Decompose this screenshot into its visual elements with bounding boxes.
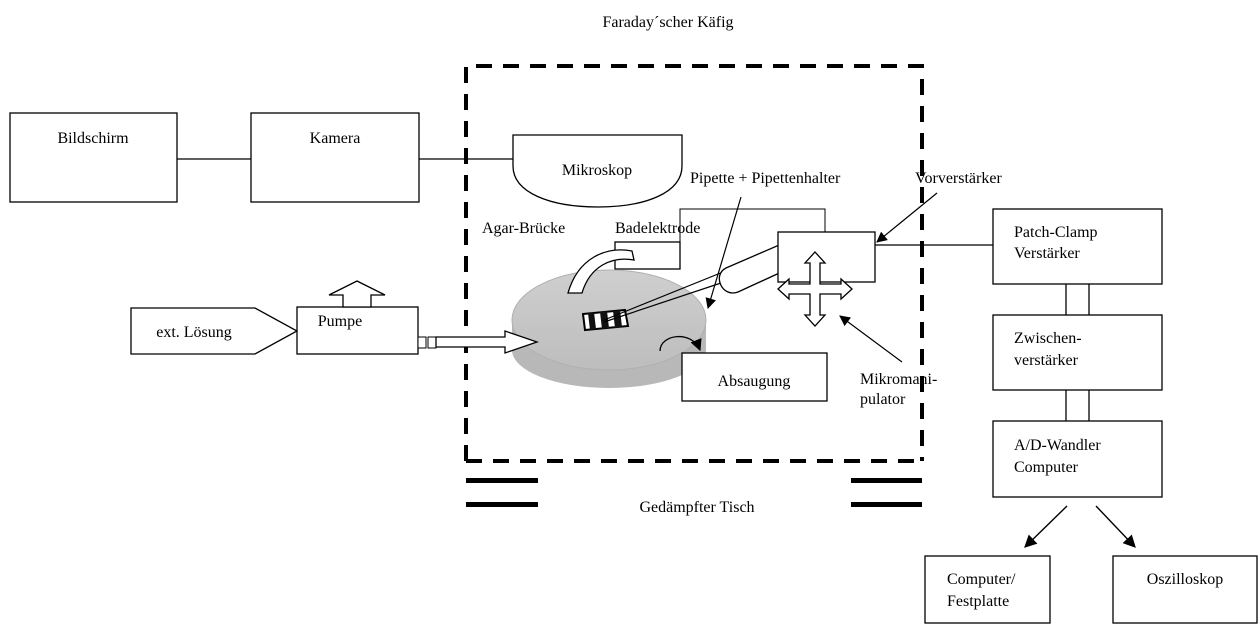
mikroskop-label: Mikroskop — [562, 162, 632, 179]
pipette-tip-edge — [603, 279, 731, 323]
cage-title: Faraday´scher Käfig — [602, 14, 733, 31]
vorverstaerker-pointer-arrow — [876, 192, 938, 243]
absaugung-suction-arrow — [659, 335, 702, 352]
ext-loesung-shape — [130, 307, 299, 355]
bildschirm-label: Bildschirm — [57, 130, 129, 147]
vorverstaerker-box — [777, 231, 876, 283]
mikroskop-shape — [512, 134, 683, 208]
tube-connector-2 — [427, 336, 437, 349]
pumpe-up-arrow — [328, 280, 386, 308]
table-label: Gedämpfter Tisch — [639, 499, 754, 516]
pumpe-label: Pumpe — [318, 313, 362, 330]
mikromani-label-1: Mikromani- — [860, 371, 937, 388]
ad-wandler-label-2: Computer — [1014, 459, 1079, 476]
badelektrode-wire — [679, 208, 826, 242]
zwischen-label-1: Zwischen- — [1014, 330, 1082, 347]
ext-loesung-label: ext. Lösung — [156, 324, 232, 341]
ad-wandler-label-1: A/D-Wandler — [1014, 437, 1101, 454]
faraday-cage-outline — [464, 64, 924, 461]
computer-festplatte-box — [924, 555, 1051, 624]
zwischen-label-2: verstärker — [1014, 352, 1079, 369]
absaugung-box — [681, 352, 828, 402]
tube-connector-1 — [417, 336, 427, 349]
computer-label-2: Festplatte — [947, 593, 1009, 610]
bildschirm-box — [9, 112, 178, 203]
bath-dish — [511, 269, 707, 388]
pumpe-box — [296, 306, 419, 355]
mikromanipulator-pointer-arrow — [839, 315, 903, 363]
ad-wandler-box — [992, 420, 1163, 498]
absaugung-label: Absaugung — [718, 373, 791, 390]
zwischen-box — [992, 314, 1163, 391]
pipette-label: Pipette + Pipettenhalter — [690, 170, 841, 187]
mikromanipulator-icon — [777, 251, 853, 327]
patch-clamp-label-2: Verstärker — [1014, 245, 1080, 262]
ad-to-oszilloskop-arrow — [1095, 505, 1136, 548]
computer-label-1: Computer/ — [947, 571, 1016, 588]
kamera-box — [250, 112, 420, 203]
pipette-tip — [603, 269, 729, 321]
oszilloskop-label: Oszilloskop — [1147, 571, 1223, 588]
inflow-arrow — [435, 330, 539, 354]
table-legs — [466, 478, 922, 507]
pipette-pointer-arrow — [705, 196, 742, 310]
oszilloskop-box — [1112, 555, 1258, 624]
agar-bridge — [567, 249, 635, 294]
patch-clamp-box — [992, 208, 1163, 285]
vorverstaerker-label: Vorverstärker — [915, 170, 1002, 187]
kamera-label: Kamera — [310, 130, 361, 147]
badelektrode-label: Badelektrode — [615, 220, 700, 237]
agar-bruecke-label: Agar-Brücke — [482, 220, 565, 237]
patch-clamp-label-1: Patch-Clamp — [1014, 224, 1098, 241]
mikromani-label-2: pulator — [860, 391, 906, 408]
ad-to-computer-arrow — [1024, 505, 1068, 548]
